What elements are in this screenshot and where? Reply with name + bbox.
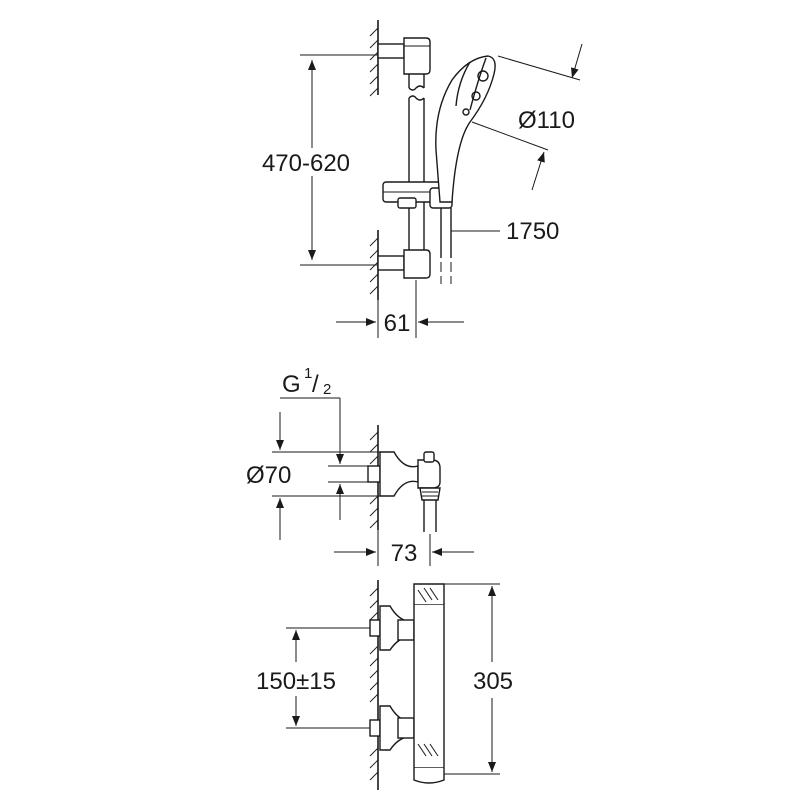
dim-rail-height: 470-620 bbox=[255, 54, 378, 266]
thermostat-drawing: 150±15 305 bbox=[238, 580, 522, 790]
dim-thread: G 1 / 2 bbox=[280, 365, 341, 448]
dim-flange-diameter: Ø70 bbox=[246, 412, 380, 540]
dim-hose-length: 1750 bbox=[451, 218, 559, 245]
thread-slash-label: / bbox=[312, 371, 319, 398]
hose-length-label: 1750 bbox=[506, 218, 559, 245]
wall-elbow-drawing: G 1 / 2 Ø70 73 bbox=[246, 365, 474, 567]
thermostat-body bbox=[413, 583, 445, 784]
dim-head-diameter: Ø110 bbox=[471, 43, 583, 191]
wall-hatch-thermostat bbox=[369, 580, 379, 790]
projection-label: 73 bbox=[391, 540, 418, 567]
hand-shower bbox=[435, 55, 496, 203]
dim-elbow-projection: 73 bbox=[334, 530, 474, 567]
thread-denominator-label: 2 bbox=[323, 381, 331, 398]
center-distance-label: 150±15 bbox=[256, 668, 336, 695]
rail-slider bbox=[382, 181, 453, 209]
wall-hatch-top bbox=[369, 20, 379, 97]
rail-top-bracket bbox=[377, 37, 431, 75]
wall-offset-label: 61 bbox=[384, 310, 411, 337]
wall-elbow bbox=[367, 451, 441, 532]
body-length-label: 305 bbox=[473, 668, 513, 695]
rail bbox=[408, 74, 425, 250]
dim-center-distance: 150±15 bbox=[238, 627, 370, 729]
thermostat-lower-connector bbox=[369, 705, 415, 751]
rail-bottom-bracket bbox=[377, 249, 431, 279]
shower-rail-drawing: 470-620 Ø110 1750 61 bbox=[255, 20, 583, 338]
dim-wall-offset: 61 bbox=[336, 280, 464, 338]
rail-height-label: 470-620 bbox=[262, 150, 350, 177]
thread-numerator-label: 1 bbox=[304, 365, 312, 382]
head-diameter-label: Ø110 bbox=[518, 107, 575, 134]
flange-diameter-label: Ø70 bbox=[246, 462, 291, 489]
dim-body-length: 305 bbox=[444, 583, 522, 775]
shower-hose bbox=[440, 208, 452, 284]
thermostat-upper-connector bbox=[369, 605, 415, 651]
thread-prefix-label: G bbox=[282, 371, 301, 398]
